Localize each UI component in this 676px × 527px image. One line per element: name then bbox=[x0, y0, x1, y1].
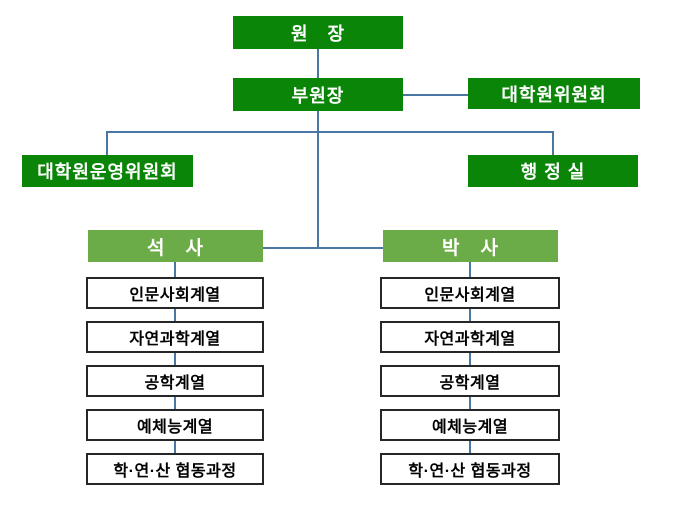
connector-vice-grad-committee bbox=[402, 94, 468, 96]
node-director: 원 장 bbox=[233, 16, 403, 49]
connector-masters-doctoral bbox=[263, 247, 383, 249]
connector-row3-horizontal bbox=[106, 131, 554, 133]
connector-doctoral-dept-4 bbox=[469, 397, 471, 409]
connector-vice-center-drop bbox=[317, 111, 319, 249]
connector-admin-office-drop bbox=[552, 131, 554, 155]
node-operating-committee: 대학원운영위원회 bbox=[22, 155, 193, 187]
connector-doctoral-dept-2 bbox=[469, 309, 471, 321]
node-doctoral: 박 사 bbox=[383, 230, 558, 262]
node-masters-dept-humanities: 인문사회계열 bbox=[86, 277, 264, 309]
connector-masters-dept-4 bbox=[174, 397, 176, 409]
connector-masters-dept-2 bbox=[174, 309, 176, 321]
connector-doctoral-dept-5 bbox=[469, 441, 471, 453]
node-doctoral-dept-engineering: 공학계열 bbox=[380, 365, 560, 397]
node-graduate-committee: 대학원위원회 bbox=[468, 78, 640, 109]
connector-operating-committee-drop bbox=[106, 131, 108, 155]
node-masters-dept-arts-sports: 예체능계열 bbox=[86, 409, 264, 441]
node-admin-office: 행 정 실 bbox=[468, 155, 638, 187]
node-doctoral-dept-cooperative-program: 학·연·산 협동과정 bbox=[380, 453, 560, 485]
connector-masters-dept-5 bbox=[174, 441, 176, 453]
connector-doctoral-dept-1 bbox=[469, 262, 471, 277]
connector-director-vice bbox=[317, 49, 319, 78]
node-doctoral-dept-humanities: 인문사회계열 bbox=[380, 277, 560, 309]
connector-doctoral-dept-3 bbox=[469, 353, 471, 365]
node-masters-dept-engineering: 공학계열 bbox=[86, 365, 264, 397]
connector-masters-dept-3 bbox=[174, 353, 176, 365]
node-vice-director: 부원장 bbox=[233, 78, 403, 111]
node-masters-dept-natural-sciences: 자연과학계열 bbox=[86, 321, 264, 353]
node-doctoral-dept-arts-sports: 예체능계열 bbox=[380, 409, 560, 441]
connector-masters-dept-1 bbox=[174, 262, 176, 277]
node-masters-dept-cooperative-program: 학·연·산 협동과정 bbox=[86, 453, 264, 485]
node-doctoral-dept-natural-sciences: 자연과학계열 bbox=[380, 321, 560, 353]
node-masters: 석 사 bbox=[88, 230, 263, 262]
